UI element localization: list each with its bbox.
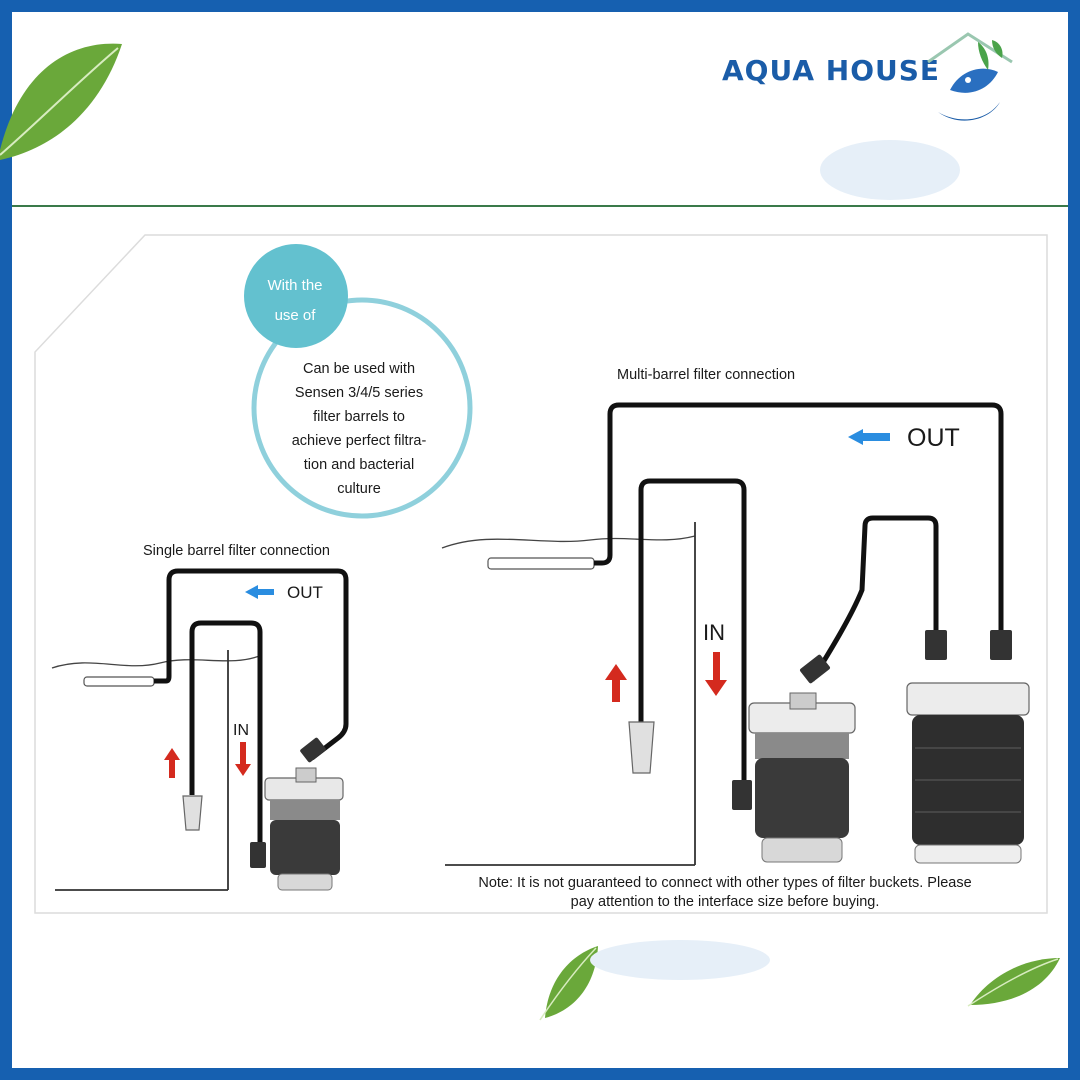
out-arrow-icon xyxy=(245,585,274,599)
up-arrow-icon xyxy=(605,664,627,702)
single-spray-bar xyxy=(83,676,155,687)
bubble-text-line: tion and bacterial xyxy=(304,457,414,473)
leaf-icon xyxy=(0,43,122,160)
brand-name: AQUA HOUSE xyxy=(722,54,941,87)
leaf-icon xyxy=(539,946,598,1021)
multi-filter-barrel-small xyxy=(748,692,856,863)
down-arrow-icon xyxy=(705,652,727,696)
single-in-hose xyxy=(189,620,263,860)
single-title: Single barrel filter connection xyxy=(143,543,330,559)
bubble-text-line: filter barrels to xyxy=(313,409,405,425)
single-filter-barrel xyxy=(264,767,344,891)
single-out-label: OUT xyxy=(287,583,323,602)
logo-icon xyxy=(927,32,1013,121)
multi-valve xyxy=(925,630,947,660)
multi-spray-bar xyxy=(487,557,595,570)
single-intake-strainer xyxy=(182,795,203,831)
note-line: Note: It is not guaranteed to connect wi… xyxy=(478,875,971,891)
single-valve xyxy=(300,737,326,763)
single-tank-wall xyxy=(55,650,229,891)
multi-out-hose xyxy=(594,402,1004,640)
single-out-hose xyxy=(154,568,349,760)
single-in-label: IN xyxy=(233,722,249,739)
single-water-line xyxy=(51,654,263,669)
multi-title: Multi-barrel filter connection xyxy=(617,367,795,383)
note-line: pay attention to the interface size befo… xyxy=(571,894,880,910)
header-divider xyxy=(12,205,1068,207)
bubble-text-line: culture xyxy=(337,481,381,497)
multi-tank-wall xyxy=(445,522,696,866)
splash-decoration xyxy=(820,140,960,200)
bubble-tag-line: With the xyxy=(267,277,322,294)
bubble-text-line: achieve perfect filtra- xyxy=(292,433,427,449)
multi-valve xyxy=(732,780,752,810)
multi-valve xyxy=(800,654,830,684)
multi-intake-strainer xyxy=(628,721,655,774)
up-arrow-icon xyxy=(164,748,180,778)
info-bubble-tag xyxy=(244,244,348,348)
single-valve xyxy=(250,842,266,868)
multi-valve xyxy=(990,630,1012,660)
splash-decoration xyxy=(590,940,770,980)
multi-in-hose xyxy=(638,478,747,790)
multi-in-label: IN xyxy=(703,620,725,645)
bubble-text-line: Can be used with xyxy=(303,361,415,377)
multi-out-label: OUT xyxy=(907,424,960,452)
out-arrow-icon xyxy=(848,429,890,445)
info-bubble xyxy=(251,297,473,519)
multi-water-line xyxy=(441,535,696,549)
down-arrow-icon xyxy=(235,742,251,776)
leaf-icon xyxy=(967,958,1060,1007)
multi-link-hose xyxy=(809,515,939,682)
bubble-text-line: Sensen 3/4/5 series xyxy=(295,385,423,401)
bubble-tag-line: use of xyxy=(275,307,317,324)
multi-filter-barrel-large xyxy=(906,682,1030,864)
